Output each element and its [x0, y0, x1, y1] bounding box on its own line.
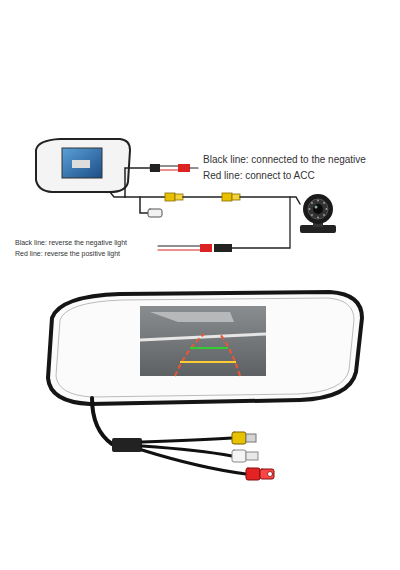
mirror-monitor-photo	[48, 292, 362, 404]
wire-note: Red line: reverse the positive light	[15, 250, 120, 258]
rca-cables	[92, 398, 274, 480]
rear-camera	[300, 194, 336, 233]
wire-note: Red line: connect to ACC	[203, 170, 315, 182]
mirror-monitor	[36, 139, 130, 192]
wire-note: Black line: connected to the negative	[203, 154, 366, 166]
wire-note: Black line: reverse the negative light	[15, 239, 127, 247]
